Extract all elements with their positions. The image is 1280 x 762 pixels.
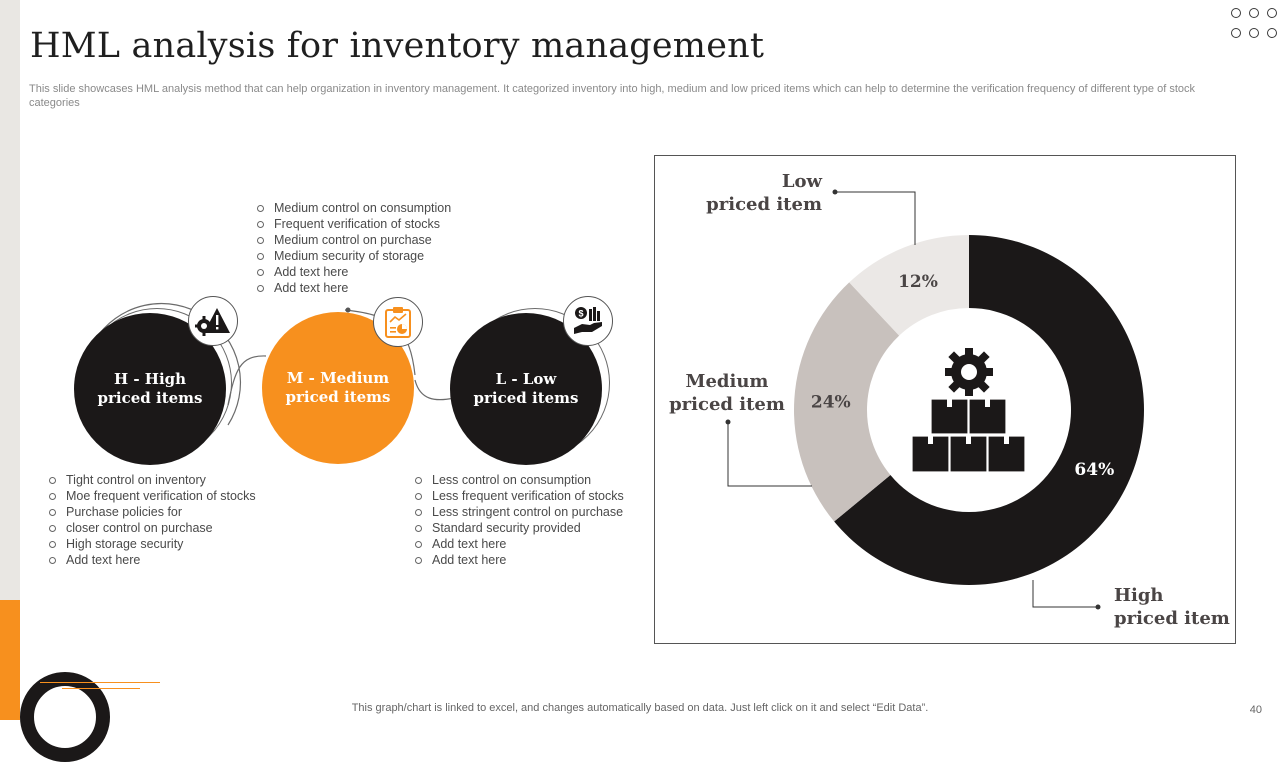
list-item-continuation: closer control on purchase [48,520,256,536]
svg-text:$: $ [578,309,583,319]
left-decor-strip [0,0,20,720]
high-circle-title: H - High [113,370,187,388]
medium-bullet-list: Medium control on consumption Frequent v… [256,200,451,296]
donut-slice-medium[interactable] [794,282,900,522]
list-item: Moe frequent verification of stocks [48,488,256,504]
list-item: Add text here [256,264,451,280]
slice-label-medium: 24% [811,392,851,412]
clipboard-chart-icon [373,297,423,347]
page-title: HML analysis for inventory management [30,26,765,66]
hand-money-icon: $ [563,296,613,346]
medium-circle-subtitle: priced items [285,388,391,406]
low-circle-title: L - Low [495,370,557,388]
high-bullet-list: Tight control on inventory Moe frequent … [48,472,256,568]
callout-line: High [1114,585,1164,606]
medium-priced-callout: Medium priced item [668,370,786,416]
list-item: Medium control on purchase [256,232,451,248]
warning-gear-icon [188,296,238,346]
high-circle-subtitle: priced items [97,389,203,407]
list-item: Purchase policies for [48,504,256,520]
slice-label-low: 12% [898,272,938,292]
list-item: Less frequent verification of stocks [414,488,624,504]
page-number: 40 [1249,704,1262,716]
gear-boxes-icon [911,348,1026,473]
list-item: Add text here [48,552,256,568]
list-item: Medium security of storage [256,248,451,264]
list-item: High storage security [48,536,256,552]
dots-grid-icon [1229,6,1279,44]
medium-circle-title: M - Medium [286,369,390,387]
donut-slice-low[interactable] [849,235,969,336]
corner-ring-decor [20,672,110,762]
list-item: Frequent verification of stocks [256,216,451,232]
list-item: Less stringent control on purchase [414,504,624,520]
slice-label-high: 64% [1074,460,1114,480]
list-item: Add text here [414,552,624,568]
low-priced-callout: Low priced item [700,170,822,216]
left-accent-bar [0,600,20,720]
list-item: Standard security provided [414,520,624,536]
callout-line: Medium [685,371,769,392]
corner-line-decor [62,688,140,689]
donut-chart[interactable]: 64% 24% 12% [654,155,1236,644]
callout-line: priced item [1114,608,1230,629]
list-item: Add text here [414,536,624,552]
low-circle-subtitle: priced items [473,389,579,407]
callout-line: Low [781,171,822,192]
leader-lines [727,191,1098,608]
donut-slice-high[interactable] [834,235,1144,585]
list-item: Less control on consumption [414,472,624,488]
corner-line-decor [40,682,160,683]
callout-line: priced item [706,194,822,215]
list-item: Add text here [256,280,451,296]
high-priced-callout: High priced item [1114,584,1234,630]
chart-frame [654,155,1236,644]
footer-note: This graph/chart is linked to excel, and… [351,702,929,714]
list-item: Tight control on inventory [48,472,256,488]
page-subtitle: This slide showcases HML analysis method… [29,83,1196,109]
list-item: Medium control on consumption [256,200,451,216]
callout-line: priced item [669,394,785,415]
low-bullet-list: Less control on consumption Less frequen… [414,472,624,568]
